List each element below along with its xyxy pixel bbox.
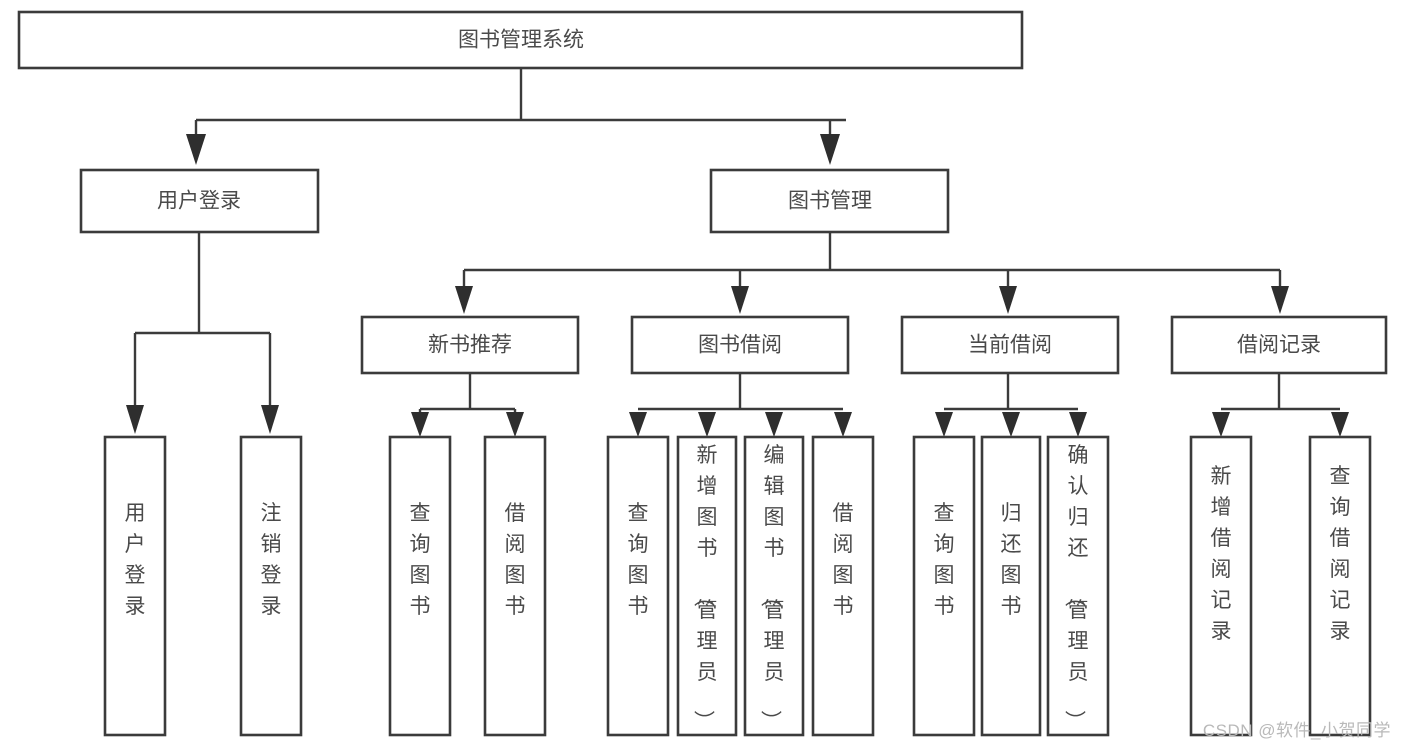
arrowhead-cb-confirm bbox=[1069, 412, 1087, 437]
node-book-borrow-box[interactable] bbox=[630, 315, 850, 375]
edge-group-book-borrow-to-leaves bbox=[629, 373, 852, 437]
leaf-cb-return-book-label: 归还图书 bbox=[1001, 502, 1022, 618]
node-user-login-box[interactable] bbox=[79, 168, 320, 234]
arrowhead-cb-query bbox=[935, 412, 953, 437]
leaf-bb-borrow-book-label: 借阅图书 bbox=[833, 502, 854, 618]
leaf-cb-confirm-return-box[interactable] bbox=[1046, 435, 1110, 737]
node-current-borrow-box[interactable] bbox=[900, 315, 1120, 375]
leaf-user-login-box[interactable] bbox=[103, 435, 167, 737]
node-root-label: 图书管理系统 bbox=[458, 29, 584, 52]
leaf-bb-add-book[interactable]: 新增图书（管理员） bbox=[676, 435, 738, 737]
node-book-manage-label: 图书管理 bbox=[788, 190, 872, 213]
node-user-login-label: 用户登录 bbox=[157, 190, 241, 213]
leaf-nb-borrow-book-label: 借阅图书 bbox=[505, 502, 526, 618]
edge-group-book-manage-to-level2 bbox=[455, 232, 1289, 314]
leaf-nb-borrow-book[interactable]: 借阅图书 bbox=[483, 435, 547, 737]
leaf-bb-query-book-label: 查询图书 bbox=[628, 502, 649, 618]
leaf-bb-borrow-book-box[interactable] bbox=[811, 435, 875, 737]
leaf-br-query-record-label: 查询借阅记录 bbox=[1330, 465, 1351, 643]
leaf-br-query-record[interactable]: 查询借阅记录 bbox=[1308, 435, 1372, 737]
node-borrow-record-label: 借阅记录 bbox=[1237, 334, 1321, 357]
arrowhead-br-query bbox=[1331, 412, 1349, 437]
node-root[interactable]: 图书管理系统 bbox=[17, 10, 1024, 70]
arrowhead-borrow-record bbox=[1271, 286, 1289, 314]
arrowhead-bb-edit bbox=[765, 412, 783, 437]
leaf-br-add-record-box[interactable] bbox=[1189, 435, 1253, 737]
leaf-br-add-record-label: 新增借阅记录 bbox=[1211, 465, 1232, 643]
arrowhead-br-add bbox=[1212, 412, 1230, 437]
node-current-borrow[interactable]: 当前借阅 bbox=[900, 315, 1120, 375]
leaf-bb-query-book[interactable]: 查询图书 bbox=[606, 435, 670, 737]
leaf-bb-borrow-book[interactable]: 借阅图书 bbox=[811, 435, 875, 737]
leaf-cb-confirm-return[interactable]: 确认归还（管理员） bbox=[1046, 435, 1110, 737]
edge-group-new-book-to-leaves bbox=[411, 373, 524, 437]
node-book-manage[interactable]: 图书管理 bbox=[709, 168, 950, 234]
node-new-book-recommend-label: 新书推荐 bbox=[428, 334, 512, 357]
leaf-logout[interactable]: 注销登录 bbox=[239, 435, 303, 737]
leaf-bb-add-book-box[interactable] bbox=[676, 435, 738, 737]
leaf-nb-query-book-label: 查询图书 bbox=[410, 502, 431, 618]
leaf-cb-query-book[interactable]: 查询图书 bbox=[912, 435, 976, 737]
arrowhead-book-borrow bbox=[731, 286, 749, 314]
arrowhead-cb-return bbox=[1002, 412, 1020, 437]
node-current-borrow-label: 当前借阅 bbox=[968, 334, 1052, 357]
arrowhead-book-manage bbox=[820, 134, 840, 165]
leaf-cb-return-book-box[interactable] bbox=[980, 435, 1042, 737]
leaf-cb-confirm-return-label: 确认归还（管理员） bbox=[1063, 444, 1089, 731]
leaf-br-query-record-box[interactable] bbox=[1308, 435, 1372, 737]
leaf-nb-query-book-box[interactable] bbox=[388, 435, 452, 737]
node-borrow-record-box[interactable] bbox=[1170, 315, 1388, 375]
leaf-bb-edit-book-label: 编辑图书（管理员） bbox=[759, 444, 785, 731]
leaf-cb-query-book-label: 查询图书 bbox=[934, 502, 955, 618]
node-book-borrow-label: 图书借阅 bbox=[698, 334, 782, 357]
leaf-bb-query-book-box[interactable] bbox=[606, 435, 670, 737]
leaf-bb-edit-book-box[interactable] bbox=[743, 435, 805, 737]
node-root-box[interactable] bbox=[17, 10, 1024, 70]
arrowhead-leaf-user-login bbox=[126, 405, 144, 434]
arrowhead-nb-borrow bbox=[506, 412, 524, 437]
leaf-cb-return-book[interactable]: 归还图书 bbox=[980, 435, 1042, 737]
arrowhead-bb-borrow bbox=[834, 412, 852, 437]
edge-group-current-borrow-to-leaves bbox=[935, 373, 1087, 437]
leaf-logout-box[interactable] bbox=[239, 435, 303, 737]
node-book-manage-box[interactable] bbox=[709, 168, 950, 234]
leaf-cb-query-book-box[interactable] bbox=[912, 435, 976, 737]
arrowhead-new-book bbox=[455, 286, 473, 314]
arrowhead-user-login bbox=[186, 134, 206, 165]
leaf-user-login[interactable]: 用户登录 bbox=[103, 435, 167, 737]
node-borrow-record[interactable]: 借阅记录 bbox=[1170, 315, 1388, 375]
leaf-nb-borrow-book-box[interactable] bbox=[483, 435, 547, 737]
edge-group-user-login-to-leaves bbox=[126, 232, 279, 434]
leaf-nb-query-book[interactable]: 查询图书 bbox=[388, 435, 452, 737]
node-user-login[interactable]: 用户登录 bbox=[79, 168, 320, 234]
node-new-book-recommend-box[interactable] bbox=[360, 315, 580, 375]
leaf-bb-edit-book[interactable]: 编辑图书（管理员） bbox=[743, 435, 805, 737]
arrowhead-leaf-logout bbox=[261, 405, 279, 434]
leaf-br-add-record[interactable]: 新增借阅记录 bbox=[1189, 435, 1253, 737]
edge-group-borrow-record-to-leaves bbox=[1212, 373, 1349, 437]
leaf-user-login-label: 用户登录 bbox=[125, 502, 146, 618]
leaf-logout-label: 注销登录 bbox=[261, 502, 282, 618]
arrowhead-current-borrow bbox=[999, 286, 1017, 314]
arrowhead-bb-add bbox=[698, 412, 716, 437]
arrowhead-bb-query bbox=[629, 412, 647, 437]
arrowhead-nb-query bbox=[411, 412, 429, 437]
leaf-bb-add-book-label: 新增图书（管理员） bbox=[692, 444, 718, 731]
node-new-book-recommend[interactable]: 新书推荐 bbox=[360, 315, 580, 375]
edge-group-root-to-level1 bbox=[186, 68, 846, 165]
node-book-borrow[interactable]: 图书借阅 bbox=[630, 315, 850, 375]
